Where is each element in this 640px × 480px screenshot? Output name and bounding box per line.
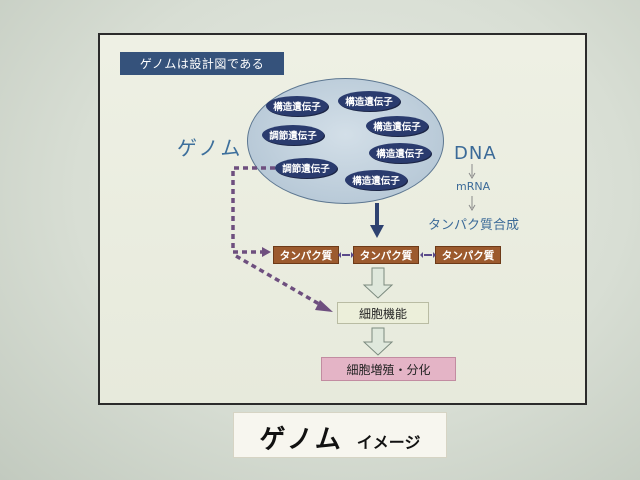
gene-regulatory-2: 調節遺伝子 [275, 158, 337, 178]
cell-function-box: 細胞機能 [337, 302, 429, 324]
cell-proliferation-box: 細胞増殖・分化 [321, 357, 456, 381]
dna-label: DNA [454, 143, 497, 164]
gene-structural-2: 構造遺伝子 [338, 91, 400, 111]
gene-structural-3: 構造遺伝子 [366, 116, 428, 136]
protein-box-1: タンパク質 [273, 246, 339, 264]
slide-header: ゲノムは設計図である [120, 52, 284, 75]
genome-label: ゲノム [177, 136, 243, 160]
protein-box-2: タンパク質 [353, 246, 419, 264]
slide-caption: ゲノム イメージ [233, 412, 447, 458]
mrna-label: mRNA [456, 180, 491, 193]
protein-synthesis-label: タンパク質合成 [428, 218, 520, 233]
gene-structural-5: 構造遺伝子 [345, 170, 407, 190]
gene-regulatory-1: 調節遺伝子 [262, 125, 324, 145]
gene-structural-1: 構造遺伝子 [266, 96, 328, 116]
gene-structural-4: 構造遺伝子 [369, 143, 431, 163]
caption-title: ゲノム [259, 425, 343, 455]
protein-box-3: タンパク質 [435, 246, 501, 264]
caption-subtitle: イメージ [356, 433, 421, 452]
